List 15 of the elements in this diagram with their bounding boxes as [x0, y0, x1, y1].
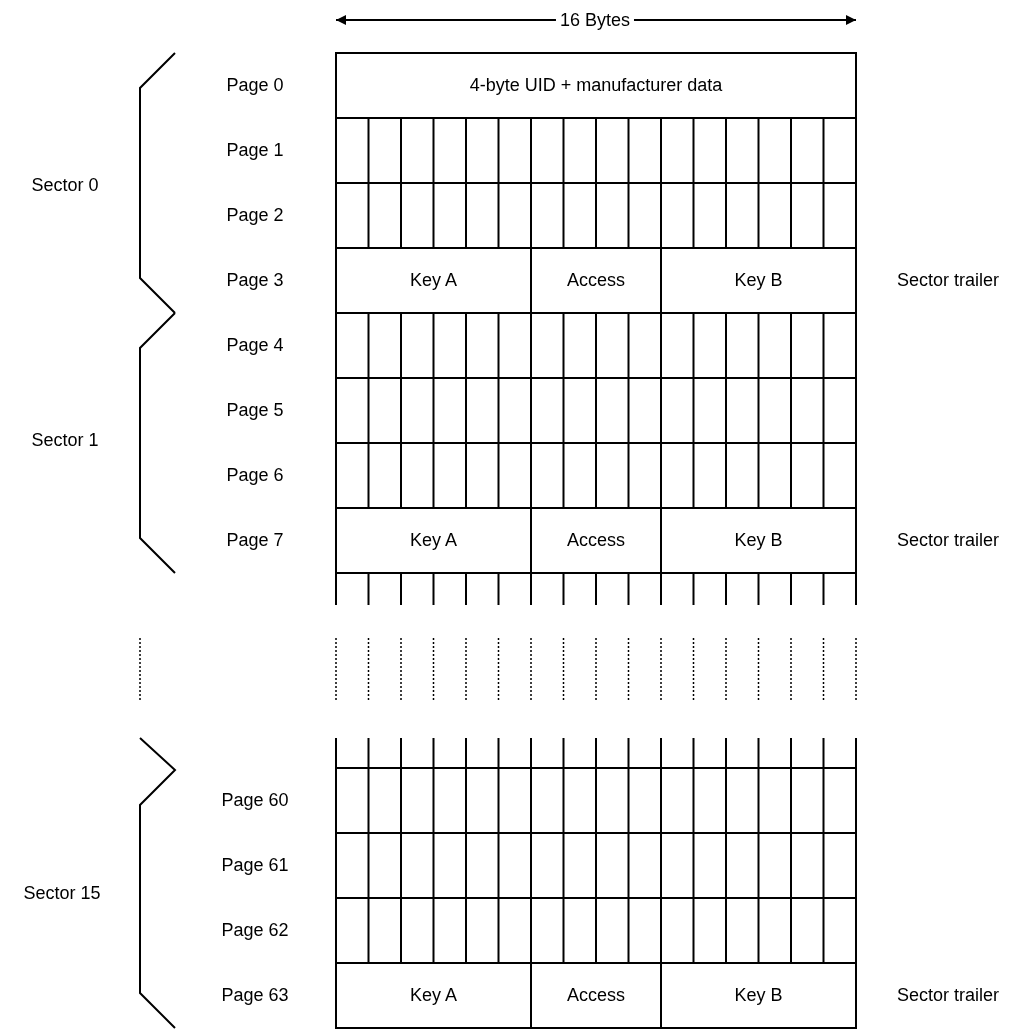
key-block: [335, 507, 532, 574]
block-label: Key B: [734, 530, 783, 551]
block-label: Key B: [734, 270, 783, 291]
block-label: Access: [567, 985, 625, 1006]
block-label: Access: [567, 270, 625, 291]
key-block: [660, 507, 857, 574]
block-label: Access: [567, 530, 625, 551]
key-block: [660, 962, 857, 1029]
block-label: Key A: [410, 270, 457, 291]
block-label: 4-byte UID + manufacturer data: [469, 75, 723, 96]
block-label: Key A: [410, 530, 457, 551]
key-block: [335, 962, 532, 1029]
block-label: Key A: [410, 985, 457, 1006]
uid-block: [335, 52, 857, 119]
block-label: Key B: [734, 985, 783, 1006]
